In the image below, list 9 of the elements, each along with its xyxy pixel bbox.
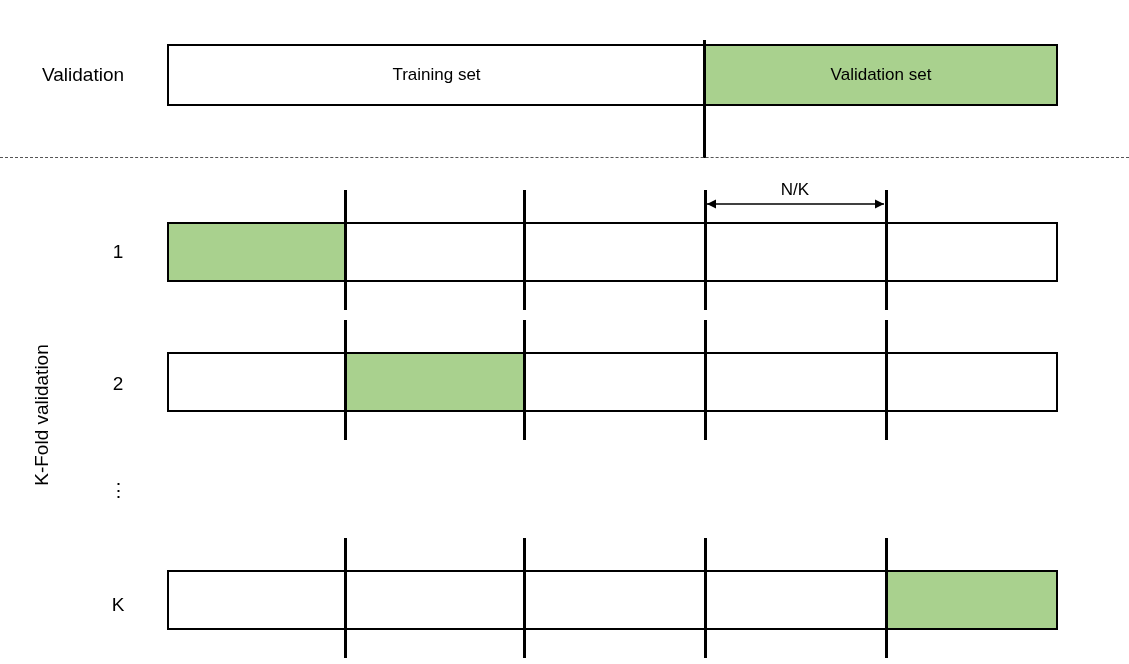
section-label: Validation [42, 64, 124, 86]
row-label: 1 [112, 241, 124, 263]
dimension-label: N/K [780, 180, 810, 200]
row-label: 2 [112, 373, 124, 395]
ellipsis-label: ⋮ [108, 478, 128, 502]
section-label: K-Fold validation [31, 344, 53, 486]
row-label: K [111, 594, 125, 616]
validation-set-segment: Validation set [704, 44, 1058, 106]
training-set-segment: Training set [167, 44, 706, 106]
